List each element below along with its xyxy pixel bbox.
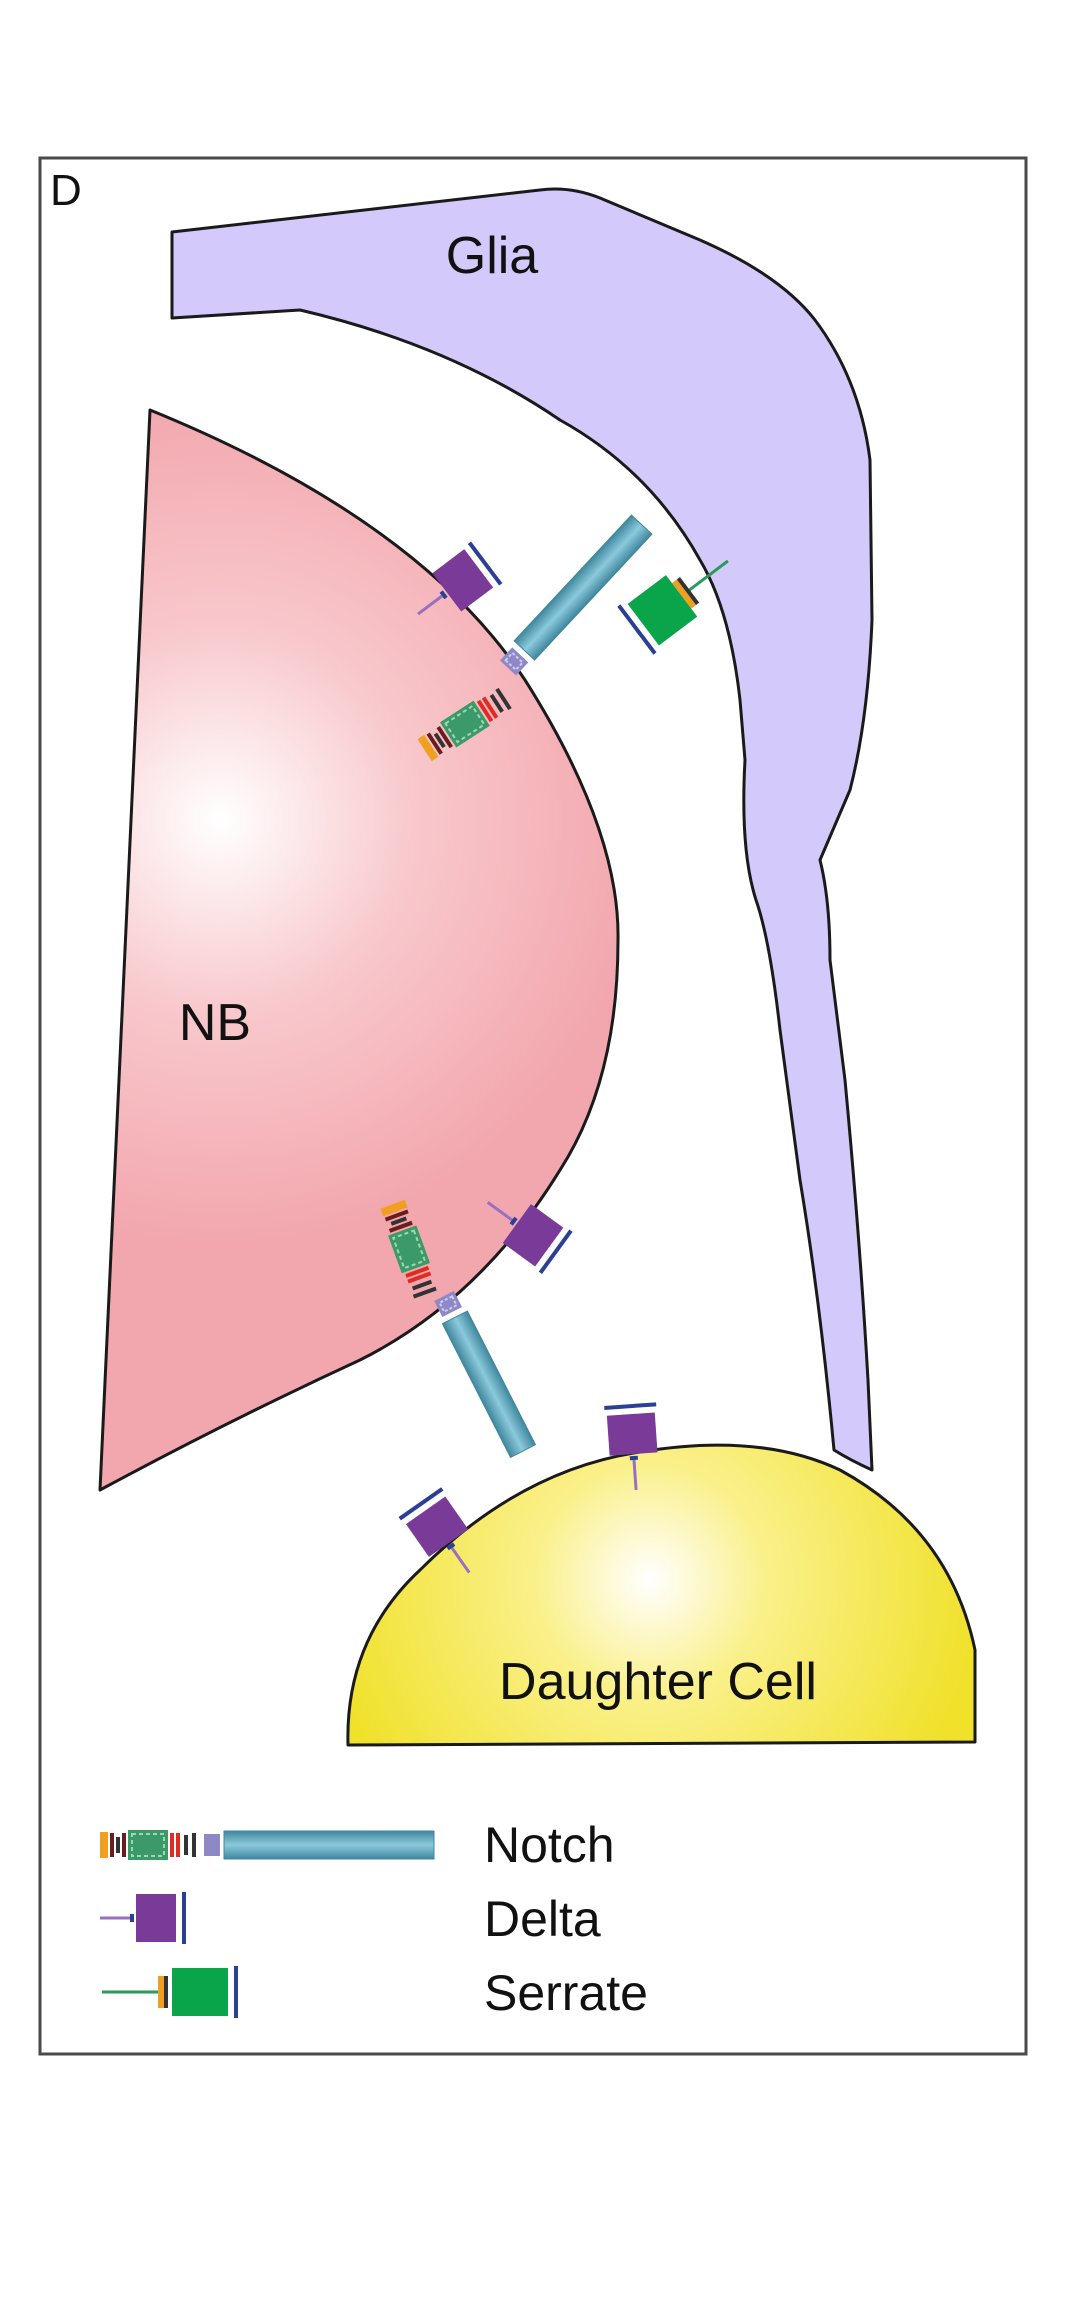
legend: Notch Delta Serrate xyxy=(98,1817,648,2021)
daughter-cell-label: Daughter Cell xyxy=(499,1653,817,1711)
legend-serrate-icon xyxy=(102,1966,238,2018)
neuroblast-label: NB xyxy=(179,994,251,1052)
glia-cell xyxy=(170,187,874,1472)
serrate-ligand-glia xyxy=(617,559,729,655)
notch-receptor-lower xyxy=(434,1291,537,1459)
legend-serrate-label: Serrate xyxy=(484,1965,648,2021)
legend-notch-icon xyxy=(99,1829,435,1861)
notch-receptor-upper xyxy=(499,514,653,676)
legend-delta-label: Delta xyxy=(484,1891,601,1947)
panel-label: D xyxy=(50,166,82,215)
glia-label: Glia xyxy=(446,227,539,285)
legend-notch-label: Notch xyxy=(484,1817,615,1873)
